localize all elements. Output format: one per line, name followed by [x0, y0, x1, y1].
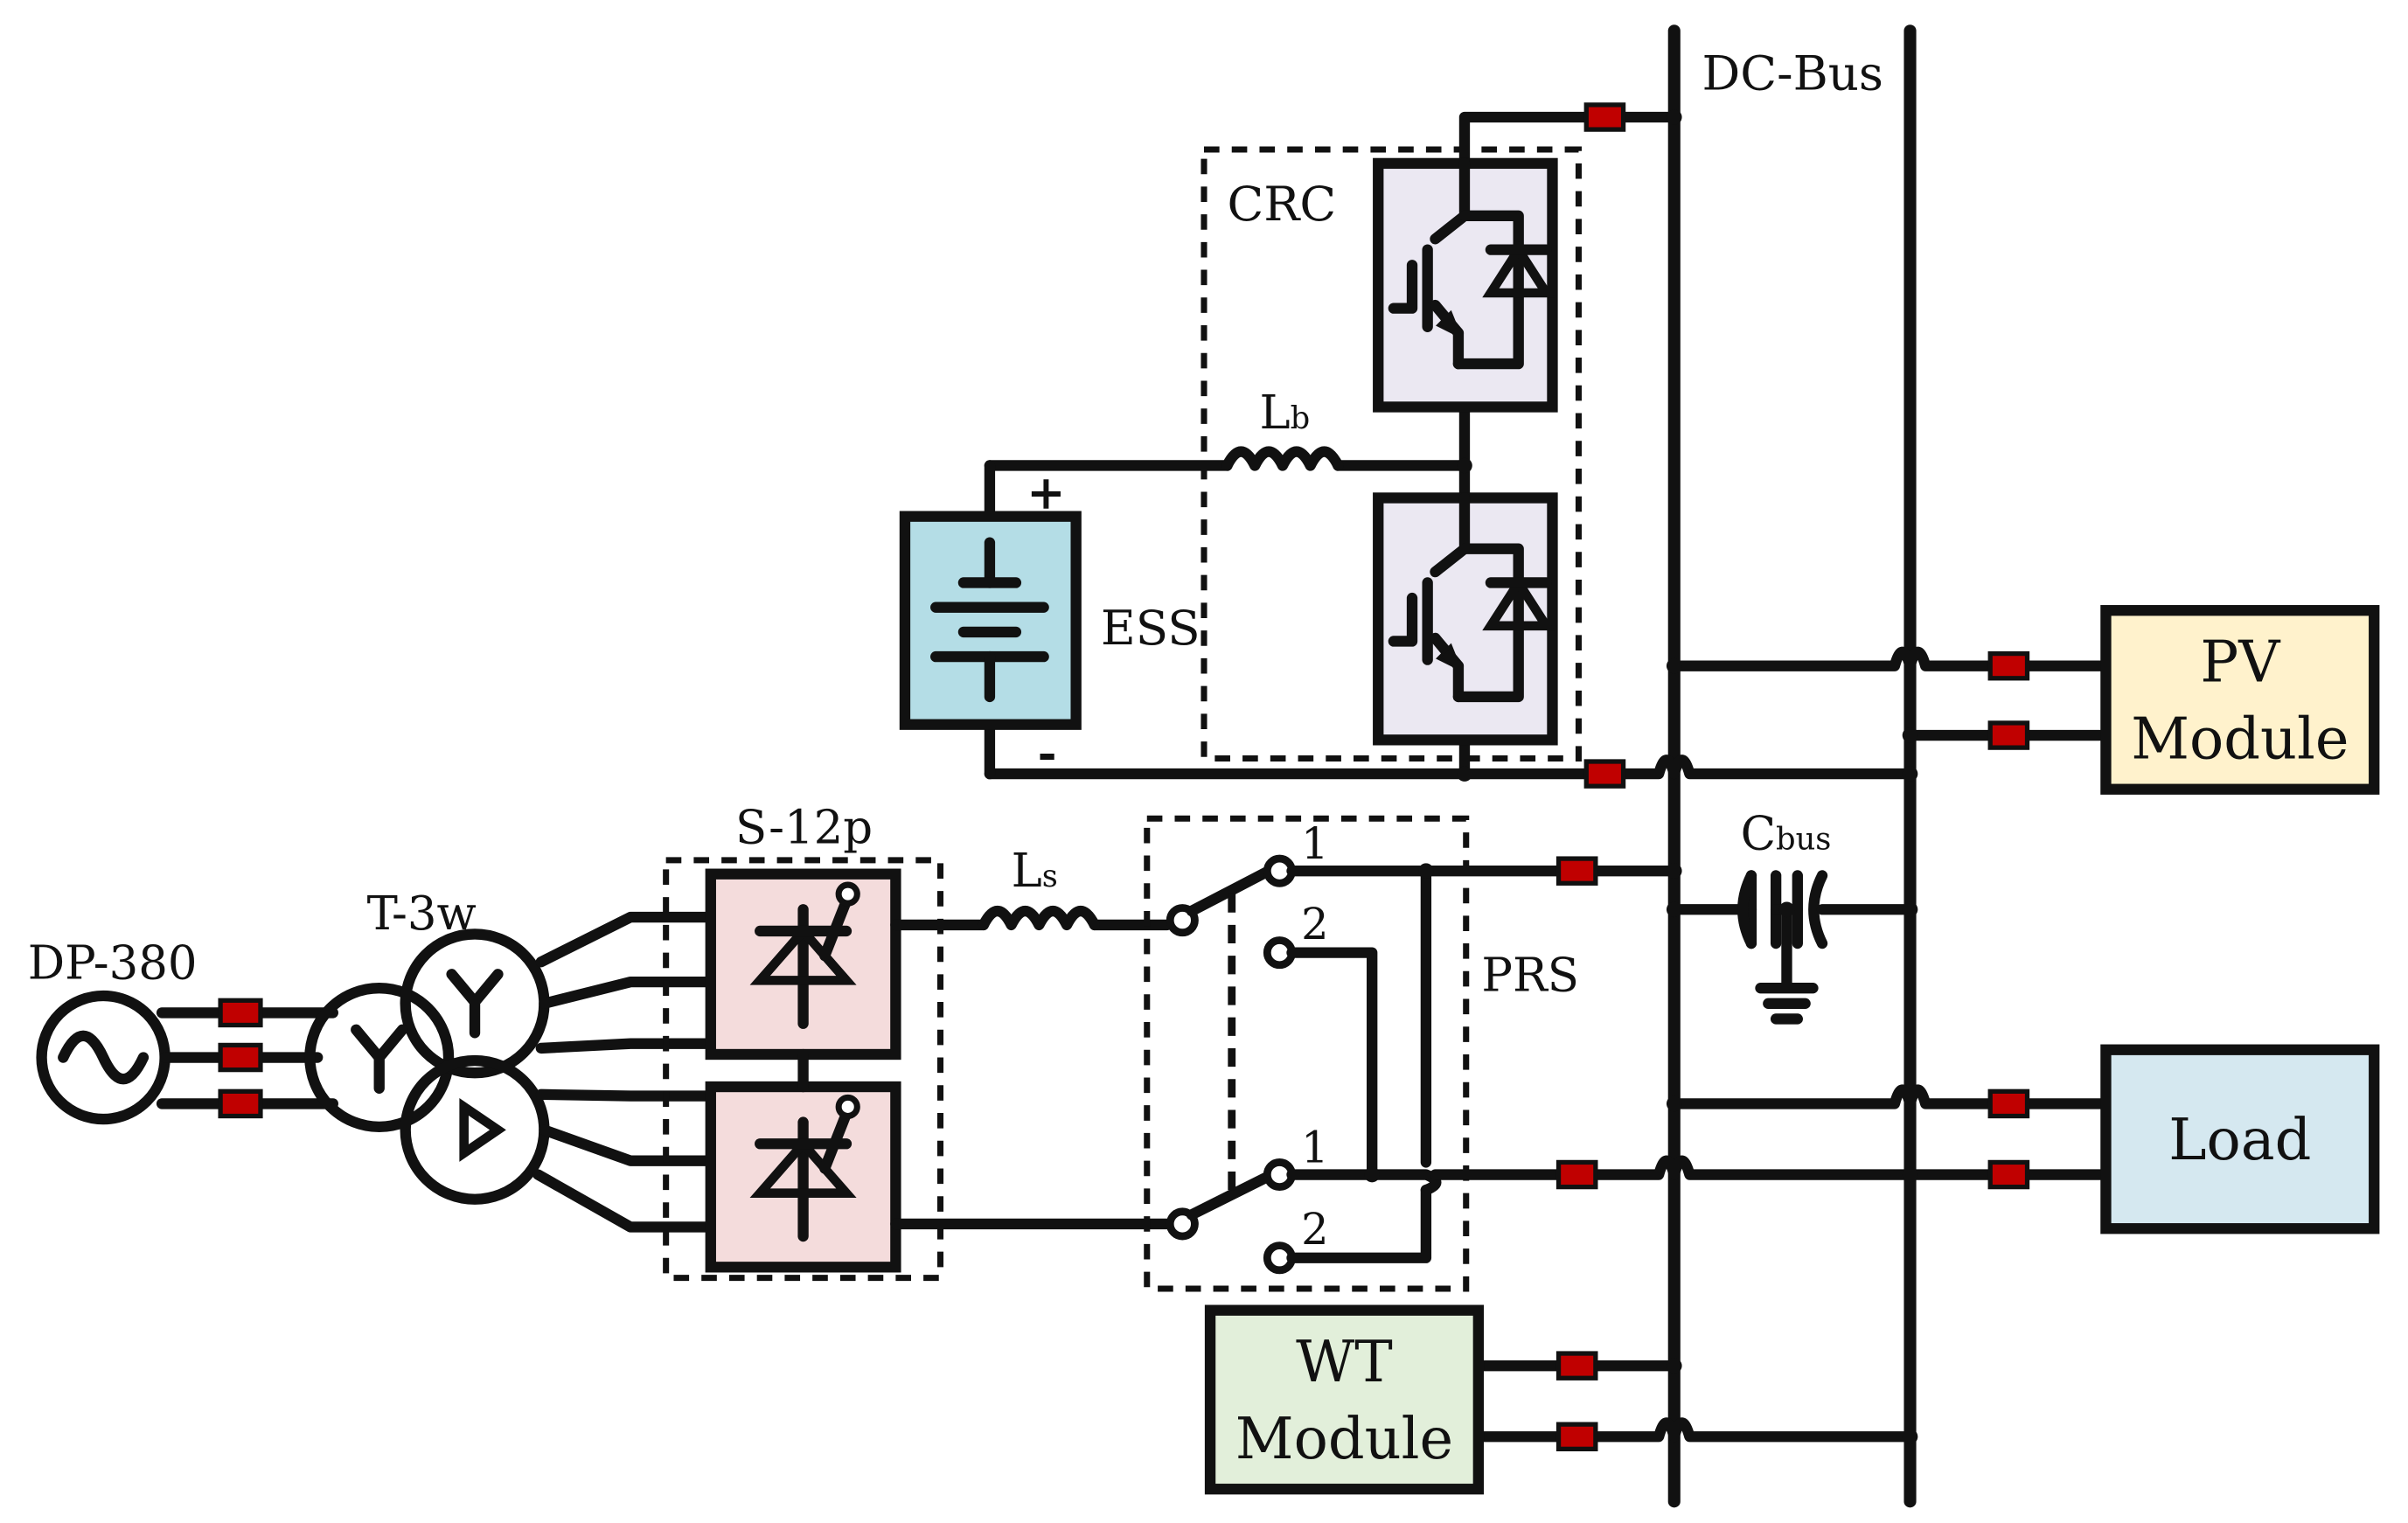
fuse-icon: [1583, 102, 1626, 132]
lb-label-main: L: [1259, 386, 1290, 440]
switch-top-icon[interactable]: [1166, 854, 1296, 970]
three-winding-transformer-icon: [304, 928, 550, 1205]
ground-icon: [1755, 904, 1819, 1025]
fuse-icon: [218, 998, 263, 1028]
transformer-wiring: [532, 911, 716, 1233]
junction-nodes: [1364, 109, 1918, 1445]
load-wiring: [1668, 1084, 2112, 1180]
prs-label: PRS: [1481, 949, 1579, 1003]
ess-minus-label: -: [1038, 727, 1057, 781]
ess-plus-label: +: [1027, 466, 1065, 520]
pv-wiring: [1668, 646, 2112, 741]
pv-module-box[interactable]: [2100, 605, 2380, 795]
wt-module-label-line2: Module: [1235, 1406, 1453, 1472]
rectifier-output-wiring: [890, 919, 1173, 1230]
wt-wiring: [1472, 1360, 1916, 1443]
ac-source-icon: [36, 990, 171, 1125]
pv-module-label-line2: Module: [2131, 706, 2349, 772]
s12p-label: S-12p: [735, 801, 873, 854]
ls-label-sub: s: [1042, 859, 1058, 894]
sw-bot-1-label: 1: [1301, 1122, 1328, 1172]
battery-icon: [930, 537, 1049, 703]
prs-boundary: [1144, 815, 1470, 1292]
fuse-icon: [218, 1088, 263, 1119]
fuse-icon: [1555, 856, 1598, 886]
prs-wiring: [1286, 866, 1916, 1263]
fuse-icon: [1987, 1159, 2030, 1190]
s12p-boundary: [663, 857, 944, 1282]
sw-top-1-label: 1: [1301, 818, 1328, 869]
wt-module-box[interactable]: [1204, 1304, 1485, 1495]
load-box[interactable]: [2100, 1044, 2380, 1234]
fuse-icon: [1555, 1422, 1598, 1452]
wt-module-label-line1: WT: [1296, 1329, 1393, 1395]
inductor-lb-icon: [1221, 446, 1344, 471]
cbus-label-sub: bus: [1776, 822, 1831, 858]
dp380-label: DP-380: [28, 937, 198, 991]
dc-bus-rails: [1667, 24, 1917, 1508]
cbus-label-main: C: [1741, 808, 1776, 861]
fuse-icon: [1987, 720, 2030, 750]
ls-label: Ls: [1012, 845, 1058, 898]
sw-bot-2-label: 2: [1301, 1204, 1328, 1255]
fuse-group: [218, 102, 2030, 1452]
fuse-icon: [1555, 1351, 1598, 1380]
sw-top-2-label: 2: [1301, 899, 1328, 949]
fuse-icon: [1583, 759, 1626, 789]
igbt-lower-icon: [1373, 492, 1558, 746]
igbt-upper-icon: [1373, 157, 1558, 413]
fuse-icon: [1987, 1088, 2030, 1119]
crc-label: CRC: [1227, 176, 1336, 232]
fuse-icon: [218, 1042, 263, 1073]
ess-label: ESS: [1101, 600, 1201, 656]
lb-label: Lb: [1259, 386, 1310, 440]
thyristor-upper-icon: [705, 868, 901, 1061]
fuse-icon: [1987, 650, 2030, 681]
pv-module-label-line1: PV: [2200, 629, 2281, 695]
lb-label-sub: b: [1291, 400, 1311, 436]
cbus-label: Cbus: [1741, 808, 1832, 861]
load-label: Load: [2168, 1107, 2311, 1173]
ls-label-main: L: [1012, 845, 1042, 898]
inductor-ls-icon: [978, 906, 1100, 931]
dc-bus-label: DC-Bus: [1702, 45, 1883, 101]
fuse-icon: [1555, 1159, 1598, 1190]
thyristor-lower-icon: [705, 1081, 901, 1273]
crc-boundary: [1201, 146, 1582, 762]
